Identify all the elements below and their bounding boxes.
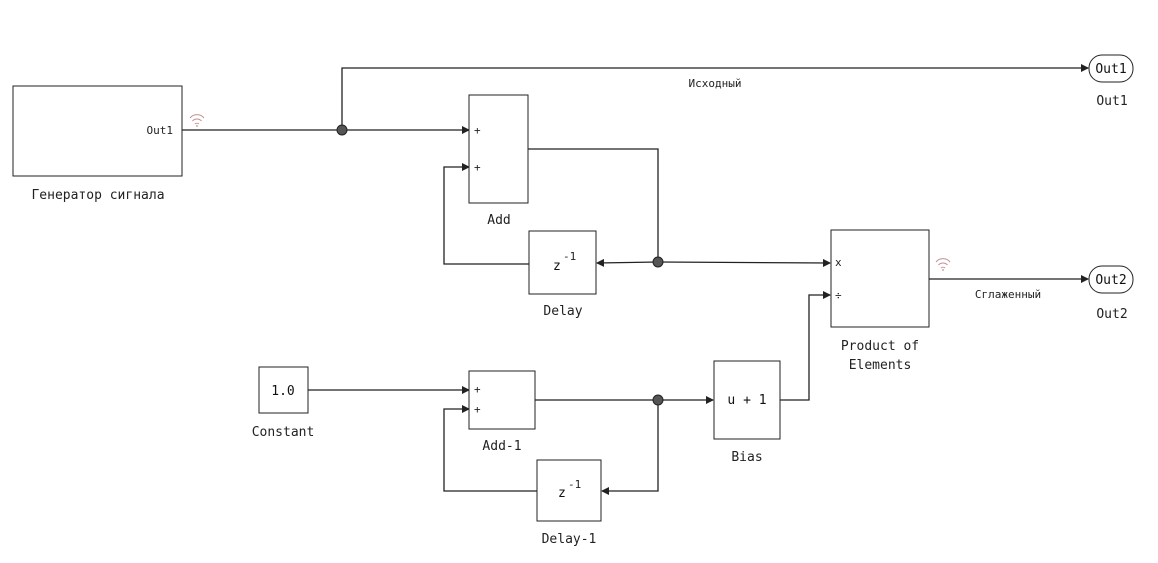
wireless-signal-icon — [189, 114, 205, 127]
wire-to-delay[interactable] — [596, 258, 659, 267]
block-constant[interactable]: 1.0 Constant — [252, 366, 315, 440]
wire-bias-to-product-in2[interactable] — [780, 291, 831, 401]
signal-label-smoothed: Сглаженный — [975, 288, 1041, 301]
block-bias[interactable]: u + 1 Bias — [713, 360, 781, 465]
out1-text: Out1 — [1095, 62, 1126, 77]
delay-exponent: -1 — [563, 250, 576, 263]
block-product[interactable]: x ÷ Product of Elements — [830, 229, 930, 373]
block-out1[interactable]: Out1 Out1 — [1088, 54, 1134, 109]
product-port-multiply: x — [835, 256, 842, 269]
generator-label: Генератор сигнала — [31, 188, 164, 203]
wire-to-delay1[interactable] — [601, 400, 659, 495]
constant-label: Constant — [252, 425, 315, 440]
delay-label: Delay — [543, 304, 582, 319]
add-port-plus: + — [474, 124, 481, 137]
add1-port-plus: + — [474, 383, 481, 396]
delay1-label: Delay-1 — [542, 532, 597, 547]
wireless-signal-icon — [935, 258, 951, 271]
product-label: Elements — [849, 358, 912, 373]
block-out2[interactable]: Out2 Out2 — [1088, 265, 1134, 322]
block-delay[interactable]: z -1 Delay — [528, 230, 597, 319]
bias-label: Bias — [731, 450, 762, 465]
block-add[interactable]: + + Add — [468, 94, 529, 228]
product-port-divide: ÷ — [835, 289, 842, 302]
signal-label-source: Исходный — [689, 77, 742, 90]
constant-value: 1.0 — [271, 384, 294, 399]
wire-delay-to-add-in2[interactable] — [443, 163, 529, 265]
junction-node[interactable] — [652, 256, 664, 268]
block-add1[interactable]: + + Add-1 — [468, 370, 536, 454]
add1-label: Add-1 — [482, 439, 521, 454]
block-generator[interactable]: Out1 Генератор сигнала — [12, 85, 183, 203]
out1-label: Out1 — [1096, 94, 1127, 109]
bias-expression: u + 1 — [727, 393, 766, 408]
delay1-z: z — [558, 486, 566, 501]
delay1-exponent: -1 — [568, 478, 581, 491]
wire-add-out[interactable] — [528, 148, 659, 262]
product-label: Product of — [841, 339, 919, 354]
wire-to-out1[interactable] — [341, 64, 1089, 130]
out2-label: Out2 — [1096, 307, 1127, 322]
wires — [182, 64, 1089, 495]
block-delay1[interactable]: z -1 Delay-1 — [536, 459, 602, 547]
junction-node[interactable] — [336, 124, 348, 136]
wire-delay1-to-add1-in2[interactable] — [443, 405, 537, 492]
wire-to-product-in1[interactable] — [657, 258, 831, 267]
add1-port-plus: + — [474, 403, 481, 416]
out2-text: Out2 — [1095, 273, 1126, 288]
junction-node[interactable] — [652, 394, 664, 406]
delay-z: z — [553, 259, 561, 274]
add-label: Add — [487, 213, 510, 228]
generator-port-label: Out1 — [147, 124, 174, 137]
add-port-plus: + — [474, 161, 481, 174]
